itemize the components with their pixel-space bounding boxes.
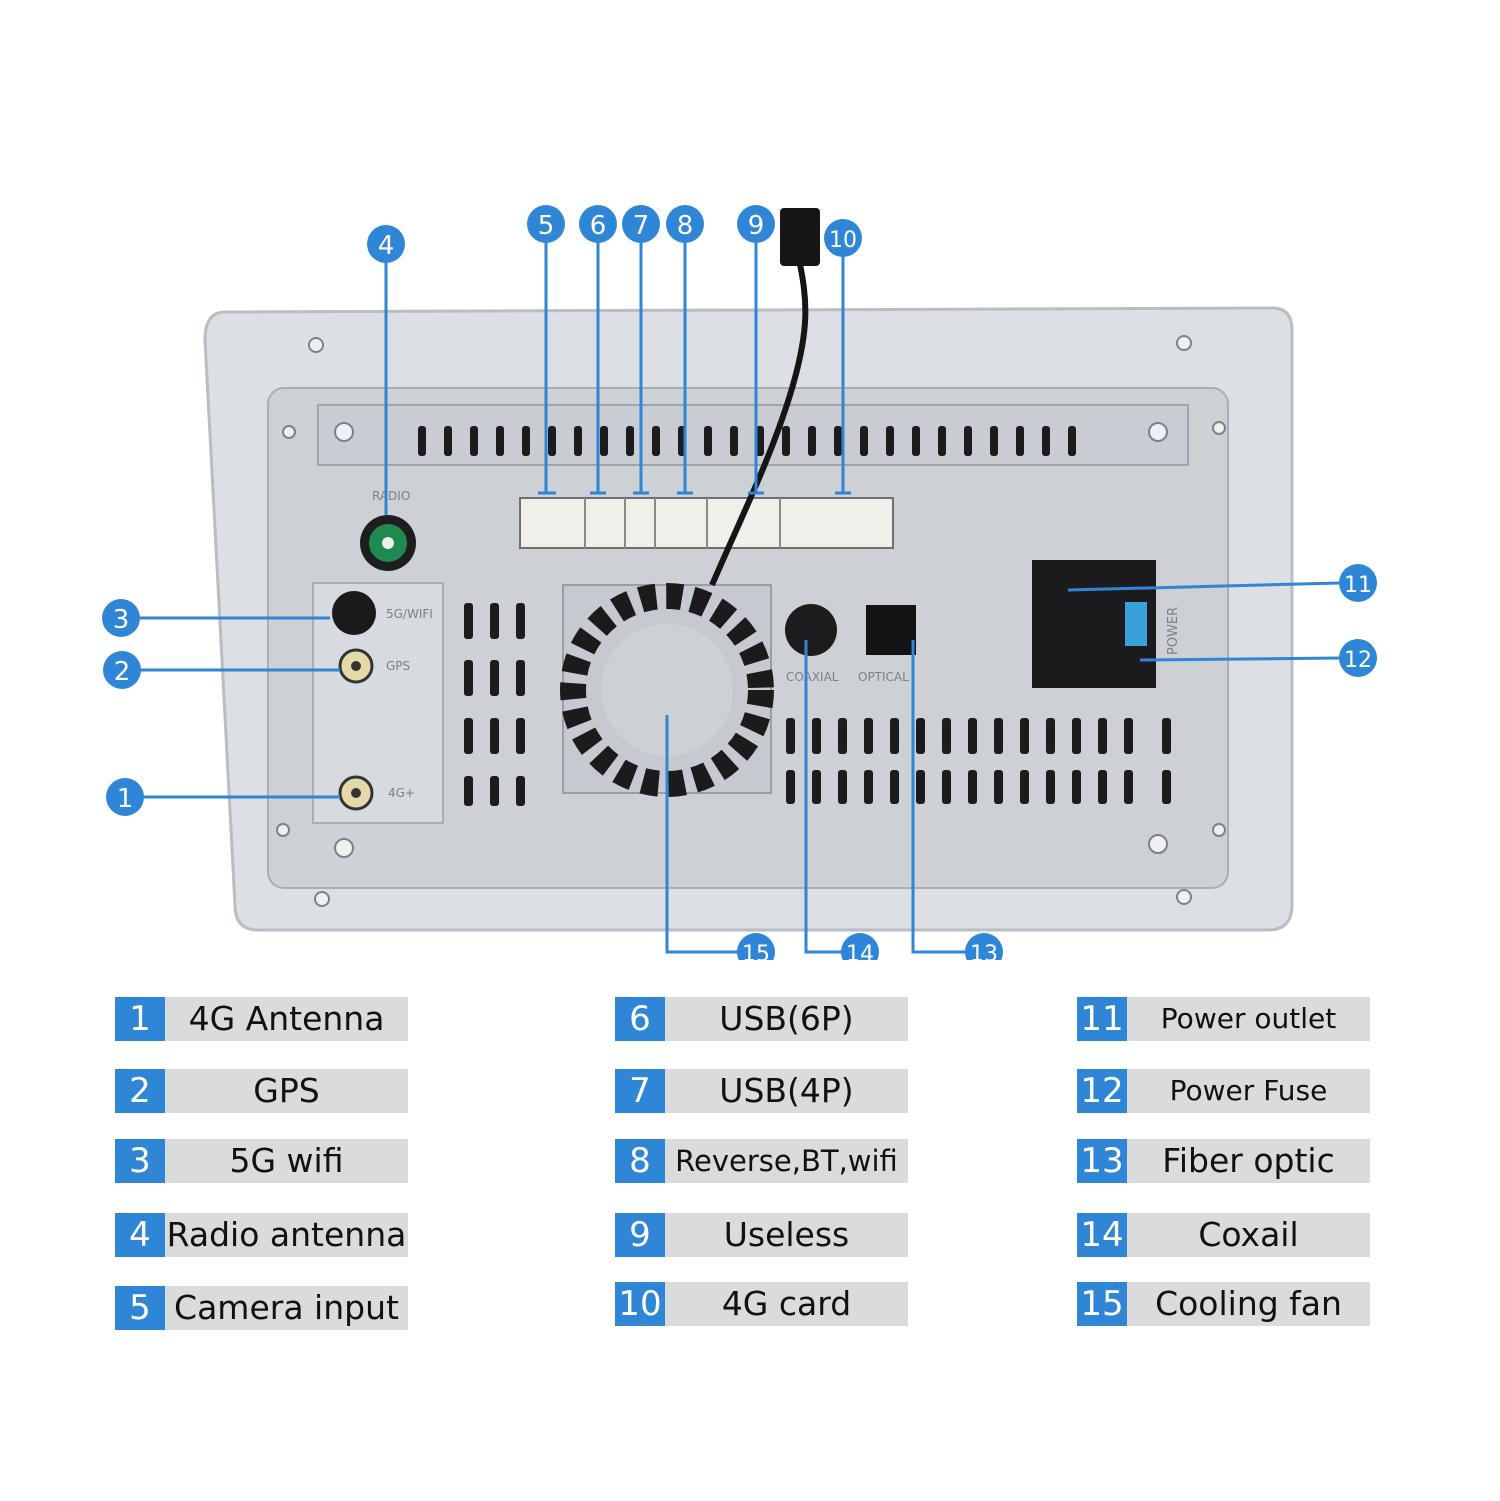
legend-label: Power Fuse — [1169, 1074, 1328, 1107]
legend-number: 4 — [115, 1213, 165, 1257]
callout-5: 5 — [527, 205, 565, 243]
legend-item-13: 13 Fiber optic — [1077, 1139, 1370, 1183]
svg-text:13: 13 — [970, 942, 998, 960]
legend-item-3: 3 5G wifi — [115, 1139, 408, 1183]
radio-mark: RADIO — [372, 489, 410, 503]
callout-15: 15 — [737, 933, 775, 960]
legend-item-8: 8 Reverse,BT,wifi — [615, 1139, 908, 1183]
legend-number: 13 — [1077, 1139, 1127, 1183]
coaxial-jack — [785, 604, 837, 656]
lower-vent-slots — [464, 603, 1171, 806]
legend-number: 2 — [115, 1069, 165, 1113]
svg-text:8: 8 — [677, 211, 694, 241]
svg-text:12: 12 — [1344, 648, 1372, 673]
fan-ring — [560, 583, 774, 797]
legend-label: 5G wifi — [229, 1141, 344, 1180]
legend-item-2: 2 GPS — [115, 1069, 408, 1113]
lte-mark: 4G+ — [388, 786, 415, 800]
callout-1: 1 — [106, 778, 144, 816]
legend-number: 7 — [615, 1069, 665, 1113]
svg-text:5: 5 — [538, 211, 555, 241]
wifi-connector — [332, 591, 376, 635]
legend-label: Power outlet — [1160, 1002, 1337, 1035]
legend-number: 9 — [615, 1213, 665, 1257]
svg-text:4: 4 — [378, 231, 395, 261]
legend-number: 5 — [115, 1286, 165, 1330]
svg-text:2: 2 — [114, 657, 131, 687]
legend-number: 15 — [1077, 1282, 1127, 1326]
cable — [709, 254, 809, 587]
legend-item-1: 1 4G Antenna — [115, 997, 408, 1041]
svg-text:7: 7 — [633, 211, 650, 241]
svg-text:3: 3 — [113, 605, 130, 635]
legend-label: Reverse,BT,wifi — [675, 1144, 898, 1178]
svg-text:14: 14 — [846, 942, 874, 960]
legend-item-6: 6 USB(6P) — [615, 997, 908, 1041]
legend-item-12: 12 Power Fuse — [1077, 1069, 1370, 1113]
legend-label: USB(4P) — [719, 1071, 854, 1110]
legend-number: 8 — [615, 1139, 665, 1183]
gps-mark: GPS — [386, 659, 410, 673]
svg-text:15: 15 — [742, 942, 770, 960]
legend-label: Camera input — [174, 1288, 399, 1327]
legend-label: GPS — [253, 1071, 320, 1110]
legend-item-5: 5 Camera input — [115, 1286, 408, 1330]
legend-item-14: 14 Coxail — [1077, 1213, 1370, 1257]
legend-item-15: 15 Cooling fan — [1077, 1282, 1370, 1326]
head-unit-back-diagram: RADIO 5G/WIFI GPS 4G+ COAXIAL OPTICAL PO… — [102, 205, 1377, 960]
legend-number: 3 — [115, 1139, 165, 1183]
legend-label: Useless — [723, 1215, 850, 1254]
wifi-mark: 5G/WIFI — [386, 607, 433, 621]
svg-text:1: 1 — [117, 784, 134, 814]
svg-text:9: 9 — [748, 211, 765, 241]
optical-mark: OPTICAL — [858, 670, 909, 684]
callout-10: 10 — [824, 219, 862, 257]
fuse — [1125, 602, 1147, 646]
legend-item-11: 11 Power outlet — [1077, 997, 1370, 1041]
callout-12: 12 — [1339, 639, 1377, 677]
leader-lines — [140, 242, 1341, 954]
callout-14: 14 — [841, 933, 879, 960]
legend-label: USB(6P) — [719, 999, 854, 1038]
legend-number: 14 — [1077, 1213, 1127, 1257]
svg-text:10: 10 — [829, 228, 857, 253]
legend-label: 4G card — [721, 1284, 852, 1323]
legend-label: Coxail — [1198, 1215, 1299, 1254]
callout-7: 7 — [622, 205, 660, 243]
legend-number: 12 — [1077, 1069, 1127, 1113]
legend-number: 11 — [1077, 997, 1127, 1041]
svg-text:6: 6 — [590, 211, 607, 241]
callout-8: 8 — [666, 205, 704, 243]
legend-label: Fiber optic — [1162, 1141, 1335, 1180]
legend-item-9: 9 Useless — [615, 1213, 908, 1257]
coaxial-mark: COAXIAL — [786, 670, 839, 684]
cable-plug — [780, 208, 820, 266]
screws — [276, 335, 1226, 907]
legend-label: 4G Antenna — [188, 999, 385, 1038]
legend-item-4: 4 Radio antenna — [115, 1213, 408, 1257]
legend-label: Radio antenna — [166, 1215, 407, 1254]
callout-6: 6 — [579, 205, 617, 243]
callout-9: 9 — [737, 205, 775, 243]
callout-2: 2 — [103, 651, 141, 689]
svg-text:11: 11 — [1344, 573, 1372, 598]
legend-number: 6 — [615, 997, 665, 1041]
legend-item-10: 10 4G card — [615, 1282, 908, 1326]
power-mark: POWER — [1166, 607, 1181, 655]
top-vent-slots — [418, 426, 1076, 456]
callout-11: 11 — [1339, 564, 1377, 602]
optical-jack — [866, 605, 916, 655]
callout-4: 4 — [367, 225, 405, 263]
legend-item-7: 7 USB(4P) — [615, 1069, 908, 1113]
legend-number: 10 — [615, 1282, 665, 1326]
legend-number: 1 — [115, 997, 165, 1041]
legend-label: Cooling fan — [1155, 1284, 1342, 1323]
callout-13: 13 — [965, 933, 1003, 960]
callout-3: 3 — [102, 599, 140, 637]
callouts: 1 2 3 4 5 6 7 8 9 10 11 12 13 14 15 — [102, 205, 1377, 960]
